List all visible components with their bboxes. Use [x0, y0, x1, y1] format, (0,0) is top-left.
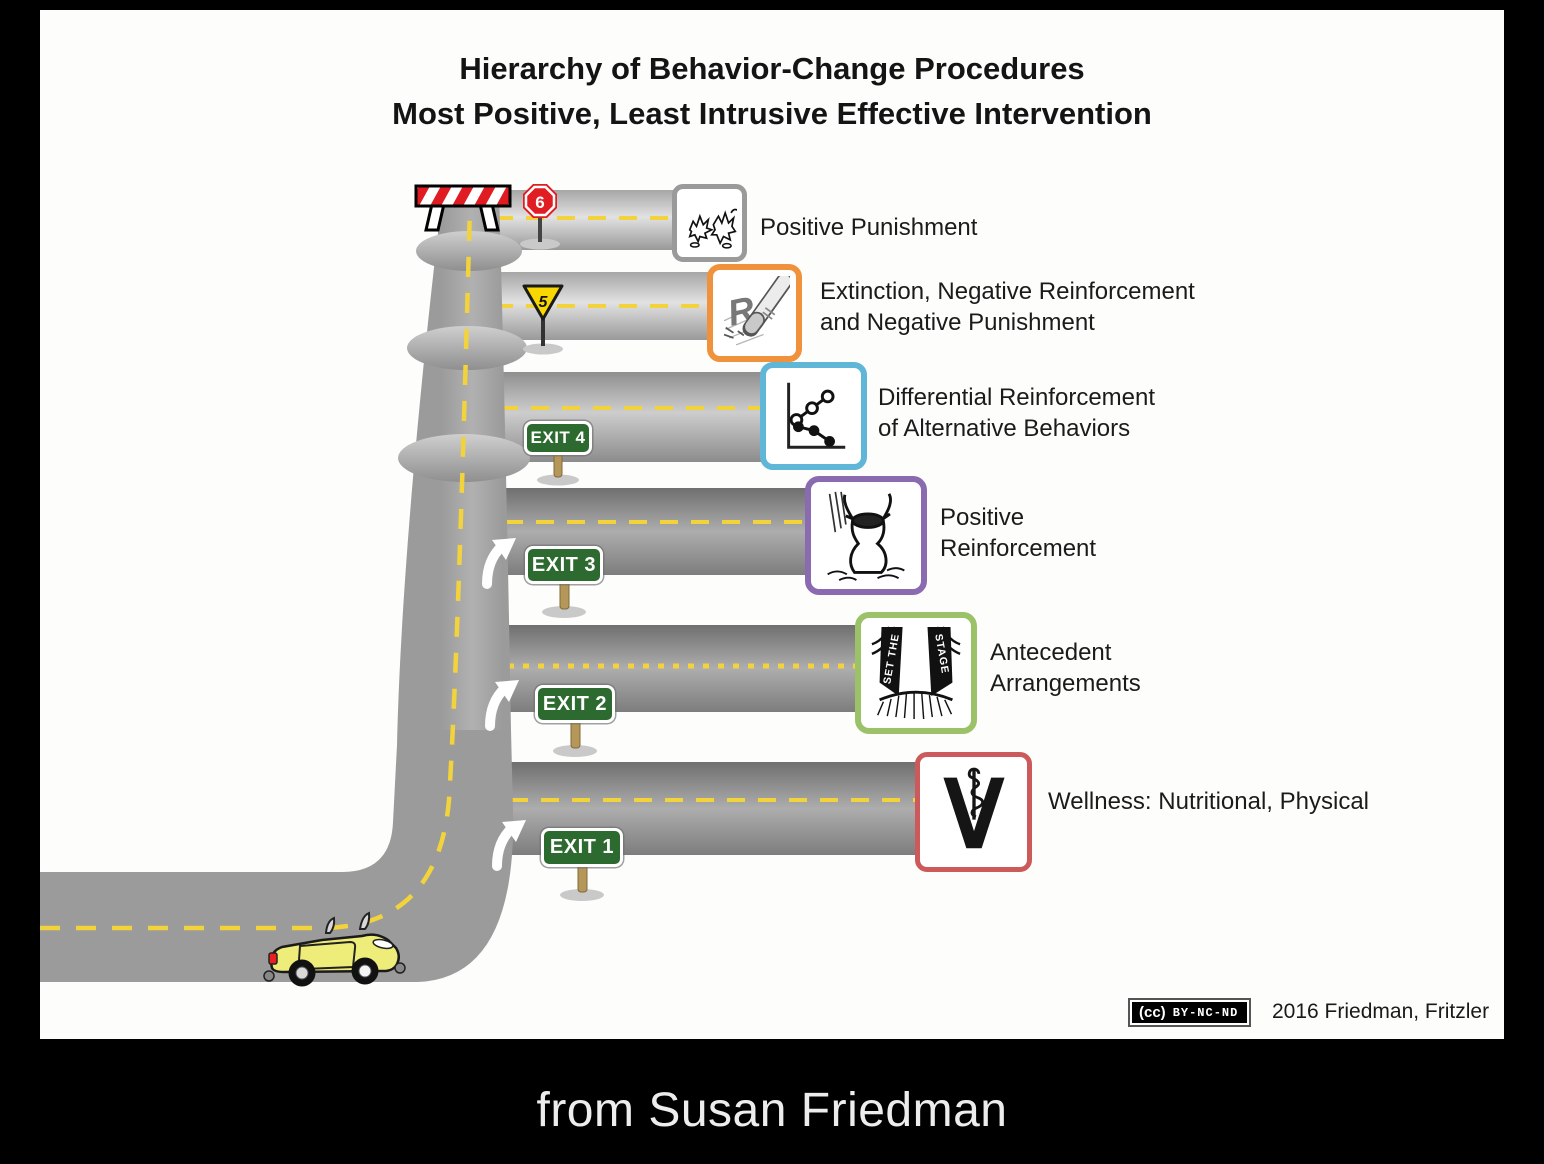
fighting-animals-icon [687, 208, 737, 249]
differential-reinforcement-box [760, 362, 867, 470]
eraser-erasing-letter-icon: R [723, 276, 790, 346]
slide-caption: from Susan Friedman [536, 1084, 1008, 1137]
branch-center-dashes [495, 216, 948, 802]
label-positive-reinforcement: Positive Reinforcement [940, 504, 1097, 562]
stop-sign-number: 6 [535, 193, 544, 212]
open-treat-bag-icon [827, 491, 905, 581]
wellness-box [915, 752, 1032, 872]
attribution-text: 2016 Friedman, Fritzler [1272, 1000, 1490, 1023]
label-antecedent-arrangements: Antecedent Arrangements [990, 639, 1141, 697]
positive-punishment-box [672, 184, 747, 262]
road-closed-barrier-icon [414, 184, 512, 232]
label-positive-punishment: Positive Punishment [760, 214, 978, 241]
exit-3-sign: EXIT 3 [525, 546, 603, 584]
title-line-2: Most Positive, Least Intrusive Effective… [392, 96, 1152, 131]
diagram-title: Hierarchy of Behavior-Change Procedures … [40, 46, 1504, 136]
label-extinction: Extinction, Negative Reinforcement and N… [820, 278, 1195, 336]
yield-sign-5: 5 [522, 284, 564, 355]
exit-4-sign: EXIT 4 [524, 421, 592, 455]
exit-2-sign: EXIT 2 [535, 685, 615, 723]
yield-sign-number: 5 [539, 294, 549, 311]
label-differential-reinforcement: Differential Reinforcement of Alternativ… [878, 384, 1156, 442]
roadmap-illustration: 6 5 [40, 184, 967, 987]
main-road-center-dash [40, 204, 473, 931]
car-illustration [263, 911, 406, 987]
exit-1-sign: EXIT 1 [541, 828, 623, 867]
set-the-stage-icon: SET THE STAGE [871, 626, 961, 720]
label-wellness: Wellness: Nutritional, Physical [1048, 788, 1370, 815]
title-line-1: Hierarchy of Behavior-Change Procedures [459, 51, 1085, 86]
cc-license-terms: BY-NC-ND [1172, 1005, 1239, 1020]
veterinary-symbol-icon [942, 767, 1005, 849]
cc-logo-icon: (cc) [1139, 1004, 1166, 1021]
extinction-box: R [707, 264, 802, 362]
positive-reinforcement-box [805, 476, 927, 595]
antecedent-arrangements-box: SET THE STAGE [855, 612, 977, 734]
road-rings [398, 231, 530, 482]
stop-sign-6: 6 [520, 184, 560, 250]
diagram-canvas: Hierarchy of Behavior-Change Procedures … [40, 10, 1504, 1039]
exit-sign-posts [537, 449, 604, 901]
cc-license-badge: (cc) BY-NC-ND [1128, 998, 1252, 1027]
trend-chart-icon [786, 382, 845, 449]
